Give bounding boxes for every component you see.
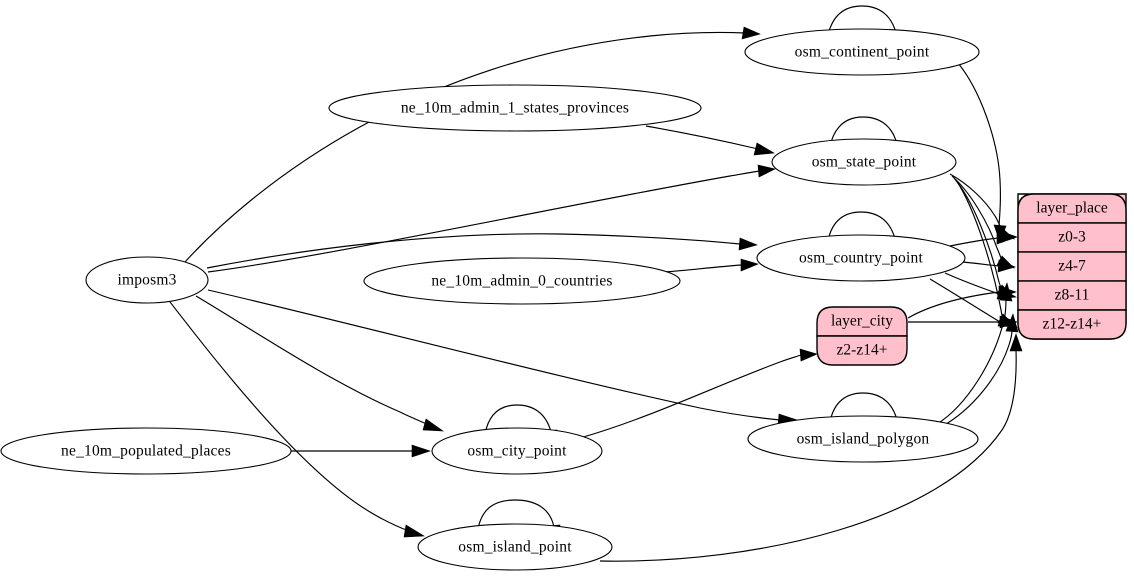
layer_place-row-z4-7-label: z4-7 — [1058, 258, 1086, 275]
layer_place-row-z12-z14-shape[interactable] — [1017, 309, 1127, 340]
node-ne_10m_admin_1_states_provinces[interactable]: ne_10m_admin_1_states_provinces — [328, 84, 702, 132]
arrowhead — [757, 164, 776, 178]
arrowhead — [996, 231, 1015, 245]
edge-osm_island_point-to-layer_place-z12-z14 — [599, 349, 1017, 562]
arrowhead — [741, 26, 761, 40]
arrowhead — [799, 348, 818, 362]
layer_city-row-z2-z14-shape[interactable] — [816, 335, 908, 366]
edge-osm_island_polygon-to-layer_place-z12-z14 — [940, 329, 1013, 428]
node-label: osm_state_point — [812, 154, 917, 171]
layer_place-row-z0-3-label: z0-3 — [1058, 229, 1086, 246]
edge-imposm3-to-osm_city_point — [195, 295, 430, 426]
layer_city-row-z2-z14-label: z2-z14+ — [837, 342, 888, 359]
edge-osm_country_point-to-layer_place-z4-7 — [961, 261, 1000, 267]
arrowhead — [997, 259, 1016, 273]
arrowhead — [738, 237, 758, 251]
edge-imposm3-to-osm_island_point — [169, 301, 410, 532]
layer_place-title: layer_place — [1036, 200, 1108, 217]
arrowhead — [422, 418, 445, 432]
edge-layer_city-to-layer_place-z8-11 — [907, 291, 1000, 319]
node-shape[interactable] — [85, 256, 209, 304]
node-label: ne_10m_admin_1_states_provinces — [401, 100, 629, 117]
layer_place-row-z8-11-label: z8-11 — [1055, 287, 1090, 304]
node-ne_10m_populated_places[interactable]: ne_10m_populated_places — [0, 427, 292, 475]
layer_place-row-z12-z14-label: z12-z14+ — [1043, 316, 1102, 333]
node-layer: imposm3 ne_10m_admin_1_states_provinces … — [0, 28, 980, 571]
arrowhead — [740, 258, 759, 272]
node-shape[interactable] — [744, 28, 980, 76]
node-label: ne_10m_populated_places — [61, 443, 231, 460]
layer_city-title: layer_city — [831, 313, 893, 330]
node-label: osm_continent_point — [795, 44, 930, 61]
node-osm_country_point[interactable]: osm_country_point — [756, 234, 966, 282]
edge-self-osm_island_polygon — [829, 392, 898, 423]
node-shape[interactable] — [756, 234, 966, 282]
edge-osm_island_polygon-to-layer_place-z8-11 — [936, 298, 1007, 425]
edge-ne_10m_admin_1_states_provinces-to-osm_state_point — [645, 125, 759, 150]
edge-imposm3-to-osm_state_point — [207, 170, 761, 273]
node-imposm3[interactable]: imposm3 — [85, 256, 209, 304]
node-osm_state_point[interactable]: osm_state_point — [771, 138, 957, 186]
edge-self-osm_continent_point — [827, 5, 897, 36]
node-osm_continent_point[interactable]: osm_continent_point — [744, 28, 980, 76]
node-label: osm_island_polygon — [797, 431, 930, 448]
node-ne_10m_admin_0_countries[interactable]: ne_10m_admin_0_countries — [363, 257, 681, 305]
edge-osm_country_point-to-layer_place-z0-3 — [949, 237, 999, 247]
edge-self-osm_country_point — [827, 211, 896, 242]
edge-imposm3-to-osm_island_polygon — [207, 289, 781, 421]
node-shape[interactable] — [328, 84, 702, 132]
node-label: osm_country_point — [799, 250, 923, 267]
edge-self-osm_city_point — [484, 404, 552, 435]
node-osm_city_point[interactable]: osm_city_point — [431, 427, 603, 475]
layer_place-row-z4-7-shape[interactable] — [1017, 251, 1127, 282]
node-osm_island_point[interactable]: osm_island_point — [417, 523, 613, 571]
arrowhead — [753, 142, 775, 156]
edge-osm_continent_point-to-layer_place-z0-3 — [957, 62, 1001, 227]
edge-ne_10m_admin_0_countries-to-osm_country_point — [664, 264, 742, 273]
node-shape[interactable] — [0, 427, 292, 475]
layer_place-row-z8-11-shape[interactable] — [1017, 280, 1127, 311]
edge-self-osm_island_point — [477, 499, 555, 530]
edge-imposm3-to-osm_continent_point — [184, 31, 746, 263]
node-shape[interactable] — [363, 257, 681, 305]
edge-osm_city_point-to-layer_city-z2-z14 — [579, 354, 802, 439]
node-label: osm_city_point — [467, 443, 567, 460]
edge-osm_state_point-to-layer_place-z12-z14 — [955, 179, 1005, 324]
node-shape[interactable] — [771, 138, 957, 186]
arrowhead — [403, 524, 425, 538]
node-label: ne_10m_admin_0_countries — [431, 273, 612, 290]
node-osm_island_polygon[interactable]: osm_island_polygon — [747, 415, 979, 463]
edge-imposm3-to-osm_country_point — [206, 233, 741, 269]
node-layer_city[interactable]: layer_city z2-z14+ — [816, 306, 908, 366]
node-layer_place[interactable]: layer_place z0-3 z4-7 z8-11 z12-z14+ — [1017, 193, 1127, 340]
layer_place-row-z0-3-shape[interactable] — [1017, 222, 1127, 253]
edge-osm_country_point-to-layer_place-z12-z14 — [929, 278, 1001, 323]
node-shape[interactable] — [431, 427, 603, 475]
arrowhead — [999, 282, 1013, 302]
node-shape[interactable] — [417, 523, 613, 571]
edge-self-osm_state_point — [829, 116, 898, 147]
arrowhead — [1009, 333, 1023, 352]
arrowhead — [411, 444, 431, 458]
edge-osm_country_point-to-layer_place-z8-11 — [944, 272, 1000, 295]
node-label: osm_island_point — [458, 539, 572, 556]
node-shape[interactable] — [747, 415, 979, 463]
node-label: imposm3 — [117, 272, 176, 289]
arrowhead — [1005, 313, 1019, 333]
